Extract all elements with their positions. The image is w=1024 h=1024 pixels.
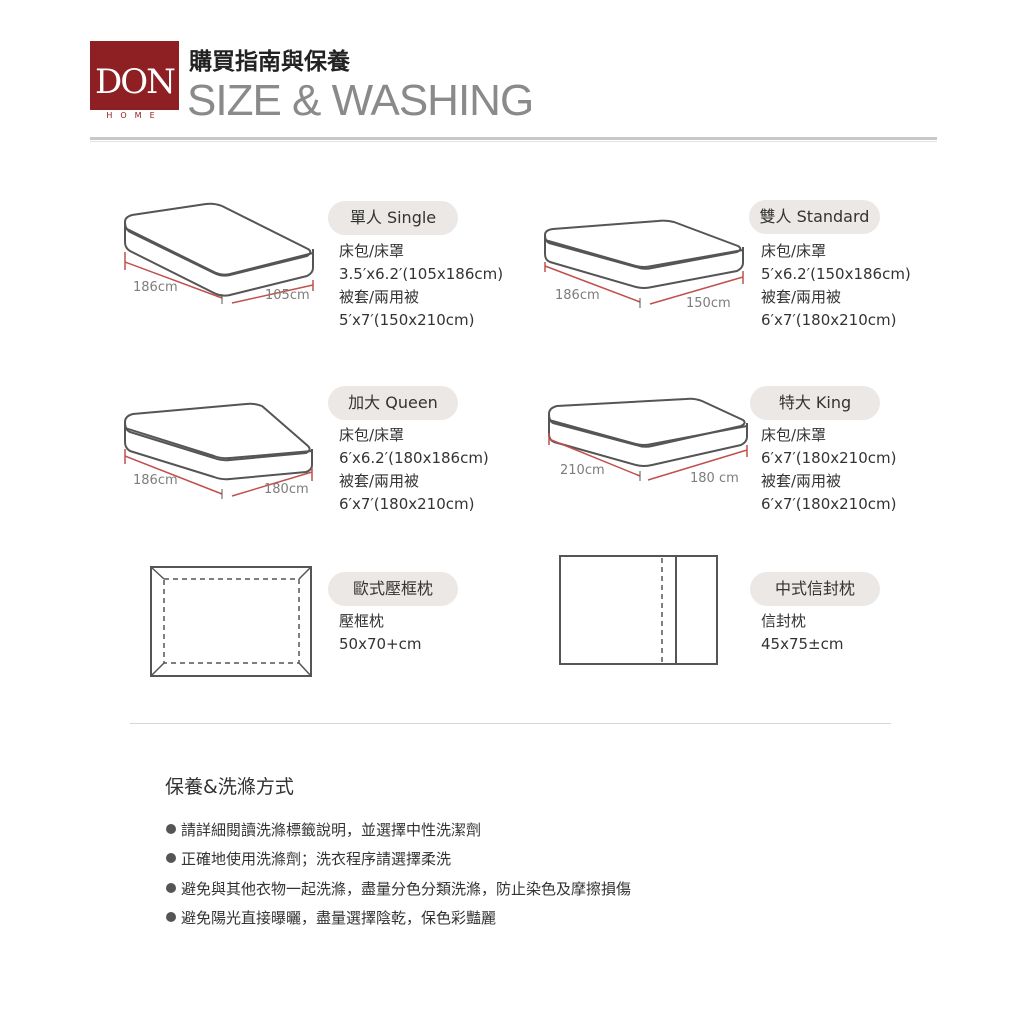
size-king-specs: 床包/床罩 6′x7′(180x210cm) 被套/兩用被 6′x7′(180x…: [761, 426, 897, 513]
bullet-icon: [166, 912, 176, 922]
size-single-specs: 床包/床罩 3.5′x6.2′(105x186cm) 被套/兩用被 5′x7′(…: [339, 242, 504, 329]
size-king-badge: 特大 King: [750, 386, 880, 420]
mattress-queen-icon: [124, 402, 313, 481]
size-single-badge: 單人 Single: [328, 201, 458, 235]
care-item: 避免與其他衣物一起洗滌，盡量分色分類洗滌，防止染色及摩擦損傷: [166, 878, 631, 899]
single-length-label: 186cm: [133, 280, 178, 295]
bullet-icon: [166, 853, 176, 863]
euro-pillow-icon: [150, 566, 312, 677]
section-divider: [130, 723, 891, 724]
size-queen-badge: 加大 Queen: [328, 386, 458, 420]
euro-pillow-badge: 歐式壓框枕: [328, 572, 458, 606]
king-length-label: 210cm: [560, 463, 605, 478]
envelope-pillow-badge: 中式信封枕: [750, 572, 880, 606]
logo-subtext: HOME: [106, 111, 163, 120]
mattress-king-icon: [548, 397, 748, 467]
page-title-cn: 購買指南與保養: [189, 49, 350, 75]
care-item: 避免陽光直接曝曬，盡量選擇陰乾，保色彩豔麗: [166, 907, 496, 928]
size-standard-badge: 雙人 Standard: [749, 200, 880, 234]
king-width-label: 180 cm: [690, 471, 739, 486]
standard-length-label: 186cm: [555, 288, 600, 303]
envelope-pillow-specs: 信封枕 45x75±cm: [761, 612, 844, 653]
page-title-en: SIZE & WASHING: [187, 76, 534, 125]
brand-logo: DON HOME: [90, 41, 179, 122]
euro-pillow-specs: 壓框枕 50x70+cm: [339, 612, 422, 653]
care-item: 請詳細閱讀洗滌標籤說明，並選擇中性洗潔劑: [166, 819, 481, 840]
care-item: 正確地使用洗滌劑；洗衣程序請選擇柔洗: [166, 848, 451, 869]
queen-width-label: 180cm: [264, 482, 309, 497]
queen-length-label: 186cm: [133, 473, 178, 488]
care-title: 保養&洗滌方式: [165, 776, 294, 798]
size-queen-specs: 床包/床罩 6′x6.2′(180x186cm) 被套/兩用被 6′x7′(18…: [339, 426, 489, 513]
size-standard-specs: 床包/床罩 5′x6.2′(150x186cm) 被套/兩用被 6′x7′(18…: [761, 242, 911, 329]
header-divider: [90, 137, 937, 140]
logo-text: DON: [95, 62, 176, 102]
single-width-label: 105cm: [265, 288, 310, 303]
bullet-icon: [166, 824, 176, 834]
mattress-standard-icon: [544, 219, 744, 289]
standard-width-label: 150cm: [686, 296, 731, 311]
bullet-icon: [166, 883, 176, 893]
envelope-pillow-icon: [559, 555, 718, 665]
